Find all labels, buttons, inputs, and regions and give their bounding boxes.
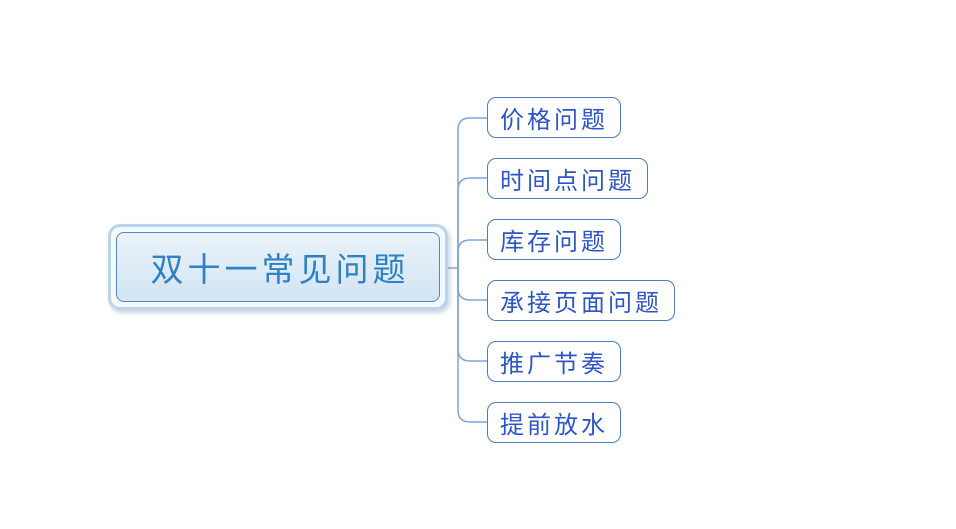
node-label: 库存问题 — [500, 230, 608, 256]
connector-line — [457, 267, 488, 362]
connector-line — [457, 239, 488, 269]
node-landing-page-issue[interactable]: 承接页面问题 — [487, 280, 675, 321]
node-timing-issue[interactable]: 时间点问题 — [487, 158, 648, 199]
node-price-issue[interactable]: 价格问题 — [487, 97, 621, 138]
node-label: 提前放水 — [500, 413, 608, 439]
connector-line — [457, 117, 488, 269]
root-node-selection-halo: 双十一常见问题 — [108, 224, 448, 310]
node-label: 承接页面问题 — [500, 291, 662, 317]
node-inventory-issue[interactable]: 库存问题 — [487, 219, 621, 260]
node-label: 推广节奏 — [500, 352, 608, 378]
node-promotion-rhythm[interactable]: 推广节奏 — [487, 341, 621, 382]
root-node-label: 双十一常见问题 — [150, 253, 410, 289]
connector-line — [457, 267, 488, 423]
node-label: 价格问题 — [500, 108, 608, 134]
connector-line — [457, 267, 488, 301]
node-early-release[interactable]: 提前放水 — [487, 402, 621, 443]
connector-line — [457, 177, 488, 269]
node-label: 时间点问题 — [500, 169, 635, 195]
root-node[interactable]: 双十一常见问题 — [116, 232, 440, 302]
